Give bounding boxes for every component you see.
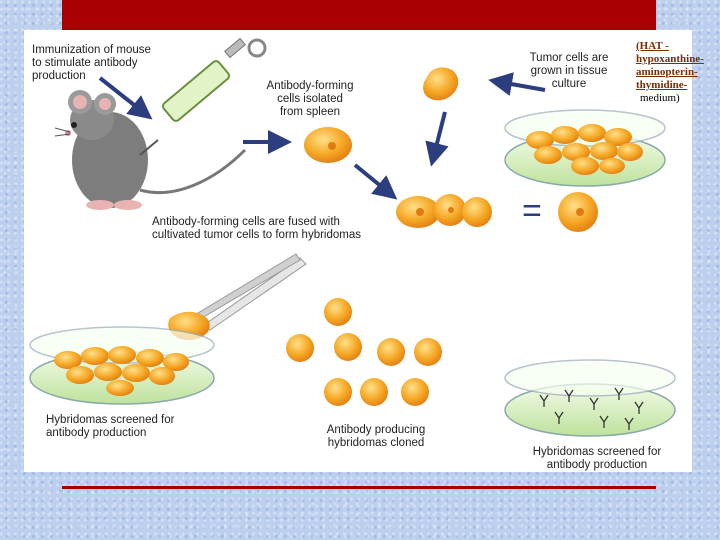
label-line: culture [551,78,587,90]
label-line: Hybridomas screened for [46,414,175,426]
hat-note-text: medium) [640,92,680,104]
hat-link-line[interactable]: thymidine- [636,79,688,91]
syringe-icon [139,37,267,156]
cell-nucleus [328,142,336,150]
antibody-forming-cell [304,127,352,163]
label-line: Tumor cells are [529,52,609,64]
tumor-cell [423,67,459,101]
label-screened-right: Hybridomas screened for antibody product… [512,446,682,472]
label-line: to stimulate antibody [32,57,138,69]
label-line: Antibody-forming [266,80,354,92]
arrow-to-fusion-from-spleen [353,163,398,200]
label-screened-left: Hybridomas screened for antibody product… [46,414,216,440]
flow-arrows [98,72,546,200]
label-line: antibody production [546,459,648,471]
hybridoma-cell [558,192,598,232]
cloned-hybridomas [286,298,442,406]
label-line: from spleen [279,106,341,118]
label-line: Antibody-forming cells are fused with [152,216,340,228]
footer-rule [62,486,656,489]
arrow-from-dish [488,72,546,96]
label-line: Immunization of mouse [32,44,151,56]
hat-link-line[interactable]: (HAT - [636,40,669,52]
screening-dish-left [29,326,215,405]
arrow-immunization [98,76,153,120]
screening-dish-right [504,359,676,437]
fused-cells [396,194,492,228]
tumor-culture-dish [504,109,666,187]
label-line: grown in tissue [530,65,608,77]
label-tumor-cells: Tumor cells are grown in tissue culture [514,52,624,91]
label-line: antibody production [46,427,147,439]
label-fusion: Antibody-forming cells are fused with cu… [152,216,412,242]
label-line: Hybridomas screened for [532,446,662,458]
label-afc-isolated: Antibody-forming cells isolated from spl… [250,80,370,119]
tweezers-icon [168,253,307,340]
arrow-to-fusion-from-tumor [425,111,449,167]
hat-link-line[interactable]: hypoxanthine- [636,53,704,65]
label-cloned: Antibody producing hybridomas cloned [306,424,446,450]
hat-medium-note: (HAT - hypoxanthine- aminopterin- thymid… [636,40,716,105]
label-line: Antibody producing [326,424,426,436]
hat-link-line[interactable]: aminopterin- [636,66,698,78]
equals-sign: = [522,192,542,230]
label-line: cells isolated [277,93,343,105]
label-line: cultivated tumor cells to form hybridoma… [152,229,361,241]
label-line: hybridomas cloned [327,437,425,449]
title-bar [62,0,656,30]
label-line: production [32,70,86,82]
label-immunization: Immunization of mouse to stimulate antib… [32,44,202,83]
mouse-illustration [54,90,247,210]
